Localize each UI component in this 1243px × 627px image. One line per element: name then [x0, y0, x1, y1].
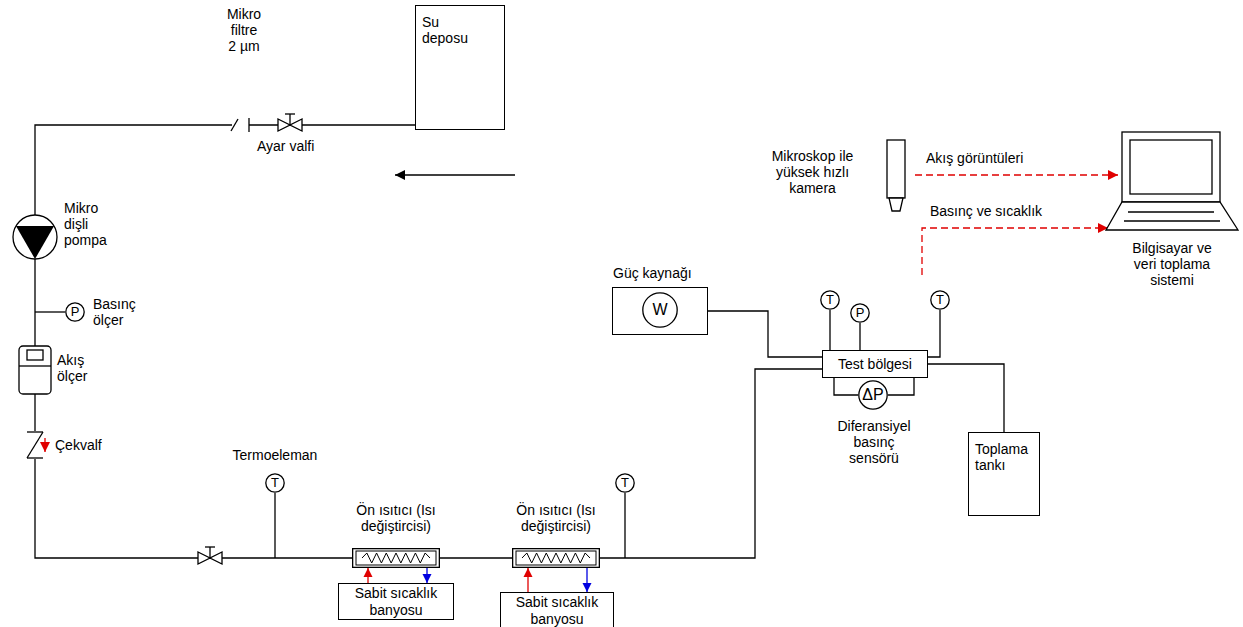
sensor-circle: P: [850, 303, 870, 323]
node-text: Sabit sıcaklık banyosu: [342, 585, 450, 617]
part-label: Diferansiyel basınç sensörü: [829, 418, 919, 466]
sensor-circle: TTermoeleman: [265, 473, 285, 493]
heater-box: Ön ısıtıcı (Isı değiştircisi): [352, 548, 440, 568]
process-box: Su deposu: [415, 5, 505, 130]
process-box: Toplama tankı: [968, 432, 1040, 516]
text-holder: P: [65, 302, 85, 322]
flow-direction-arrow: [395, 174, 515, 175]
part-label: Bilgisayar ve veri toplama sistemi: [1122, 240, 1222, 288]
heater-box: Ön ısıtıcı (Isı değiştircisi): [512, 548, 600, 568]
node-text: P: [71, 305, 80, 320]
gear-pump-symbol: [13, 215, 57, 259]
heater-outline: [352, 548, 440, 568]
text-holder: T: [265, 473, 285, 493]
part-label: Ayar valfi: [257, 138, 337, 154]
control-valve-symbol: [278, 114, 302, 131]
node-text: T: [936, 293, 944, 308]
sensor-circle: T: [820, 290, 840, 310]
pipe-connector: [928, 310, 940, 357]
sensor-circle: T: [930, 290, 950, 310]
node-text: T: [621, 476, 629, 491]
text-holder: T: [615, 473, 635, 493]
sensor-circle: PBasınç ölçer: [65, 302, 85, 322]
process-box: Test bölgesi: [822, 350, 928, 378]
fluid-arrow: [367, 568, 368, 583]
text-holder: Sabit sıcaklık banyosu: [339, 584, 453, 619]
pipe-connector: [888, 378, 914, 395]
process-box: Sabit sıcaklık banyosu: [500, 592, 614, 627]
text-holder: ΔP: [858, 380, 888, 410]
pipe-connector: [928, 364, 1004, 432]
text-holder: W: [642, 292, 678, 328]
node-text: Test bölgesi: [838, 356, 912, 372]
flowmeter-symbol: [19, 346, 51, 394]
fluid-arrow: [586, 568, 587, 592]
node-text: Su deposu: [422, 14, 477, 46]
part-label: Basınç ve sıcaklık: [930, 203, 1090, 219]
fluid-arrow: [527, 568, 528, 592]
text-holder: Sabit sıcaklık banyosu: [501, 593, 613, 627]
node-heading: Güç kaynağı: [613, 265, 723, 281]
pipe-connector: [829, 310, 830, 350]
text-holder: P: [850, 303, 870, 323]
text-holder: [352, 548, 440, 568]
part-label: Akış görüntüleri: [926, 150, 1066, 166]
part-label: Mikroskop ile yüksek hızlı kamera: [755, 148, 870, 196]
pipe-connector: [440, 557, 512, 558]
sensor-circle: ΔP: [858, 380, 888, 410]
pipe-connector: [35, 125, 415, 558]
node-text: Toplama tankı: [975, 441, 1033, 473]
text-holder: T: [820, 290, 840, 310]
signal-arrow: [922, 228, 1108, 275]
sensor-circle: T: [615, 473, 635, 493]
fluid-arrow: [426, 568, 427, 583]
node-text: T: [826, 293, 834, 308]
node-text: W: [652, 301, 667, 319]
sensor-stem: [624, 493, 625, 558]
gauge-stem: [35, 311, 65, 312]
node-heading: Ön ısıtıcı (Isı değiştircisi): [492, 502, 620, 534]
node-text: Sabit sıcaklık banyosu: [504, 594, 610, 626]
micro-filter-symbol: [231, 118, 249, 132]
control-valve-symbol: [198, 547, 222, 564]
node-heading: Basınç ölçer: [93, 296, 143, 328]
part-label: Mikro dişli pompa: [64, 200, 114, 248]
check-valve-symbol: [26, 431, 45, 459]
process-box: Güç kaynağıW: [612, 287, 708, 335]
node-heading: Ön ısıtıcı (Isı değiştircisi): [332, 502, 460, 534]
part-label: Çekvalf: [55, 437, 125, 453]
node-text: P: [856, 306, 865, 321]
pipe-connector: [859, 323, 860, 350]
text-holder: Test bölgesi: [823, 351, 927, 377]
process-box: Sabit sıcaklık banyosu: [338, 583, 454, 620]
text-holder: Toplama tankı: [969, 433, 1039, 515]
pipe-connector: [600, 369, 822, 558]
pipe-connector: [834, 378, 858, 395]
laptop-symbol: [1106, 132, 1238, 230]
node-heading: Termoeleman: [210, 447, 340, 463]
sensor-stem: [274, 493, 275, 558]
sensor-circle: W: [642, 292, 678, 328]
text-holder: [512, 548, 600, 568]
pipe-connector: [708, 311, 822, 357]
camera-symbol: [887, 140, 905, 211]
text-holder: T: [930, 290, 950, 310]
node-text: T: [271, 476, 279, 491]
part-label: Akış ölçer: [57, 352, 102, 384]
signal-arrow: [915, 174, 1118, 175]
heater-outline: [512, 548, 600, 568]
text-holder: Su deposu: [416, 6, 504, 129]
part-label: Mikro filtre 2 µm: [226, 6, 262, 54]
node-text: ΔP: [862, 386, 883, 404]
